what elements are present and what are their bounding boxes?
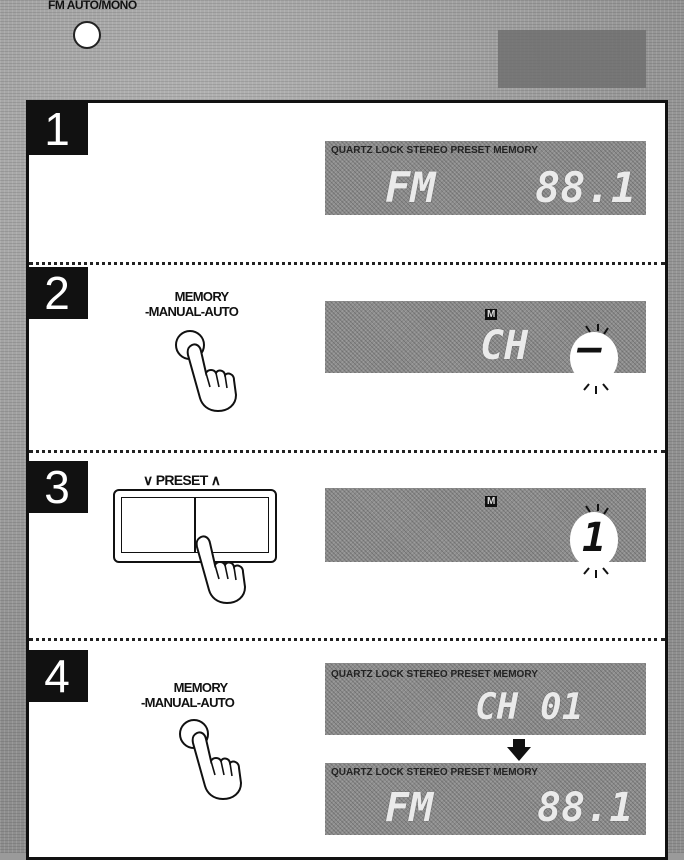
- separator: [29, 638, 665, 641]
- step-number-1: 1: [26, 103, 88, 155]
- button-label-line1: MEMORY: [145, 289, 238, 304]
- lcd-blinking-digit: 1: [582, 515, 606, 561]
- lcd-channel-number: CH 01: [475, 687, 583, 728]
- button-label-line2: -MANUAL-AUTO: [141, 695, 234, 710]
- button-label-line1: MEMORY: [141, 680, 234, 695]
- lcd-frequency: 88.1: [535, 163, 636, 212]
- lcd-display-step-4-top: QUARTZ LOCK STEREO PRESET MEMORY CH 01: [325, 663, 646, 735]
- pointing-hand-icon: [184, 343, 254, 413]
- button-label-line2: -MANUAL-AUTO: [145, 304, 238, 319]
- arrow-stem: [513, 739, 525, 747]
- header-label: FM AUTO/MONO: [48, 0, 137, 12]
- step-number-2: 2: [26, 267, 88, 319]
- lcd-status-text: QUARTZ LOCK STEREO PRESET MEMORY: [331, 145, 538, 156]
- lcd-status-text: QUARTZ LOCK STEREO PRESET MEMORY: [331, 767, 538, 778]
- instruction-panel: 1 QUARTZ LOCK STEREO PRESET MEMORY FM 88…: [26, 100, 668, 860]
- step-number-3: 3: [26, 461, 88, 513]
- button-label: MEMORY -MANUAL-AUTO: [145, 289, 238, 319]
- preset-down-button[interactable]: [121, 497, 195, 553]
- lcd-status-text: QUARTZ LOCK STEREO PRESET MEMORY: [331, 669, 538, 680]
- lcd-blinking-digit: –: [578, 325, 602, 371]
- pointing-hand-icon: [189, 731, 259, 801]
- lcd-memory-indicator: M: [485, 496, 497, 507]
- lcd-memory-indicator: M: [485, 309, 497, 320]
- lcd-frequency: 88.1: [537, 785, 633, 831]
- lcd-channel-label: CH: [480, 323, 528, 369]
- rocker-label: ∨ PRESET ∧: [143, 473, 220, 488]
- separator: [29, 262, 665, 265]
- lcd-display-step-4-bottom: QUARTZ LOCK STEREO PRESET MEMORY FM 88.1: [325, 763, 646, 835]
- separator: [29, 450, 665, 453]
- header-display-block: [498, 30, 646, 88]
- lcd-display-step-1: QUARTZ LOCK STEREO PRESET MEMORY FM 88.1: [325, 141, 646, 215]
- lcd-band: FM: [385, 163, 436, 212]
- button-label: MEMORY -MANUAL-AUTO: [141, 680, 234, 710]
- indicator-lamp-icon: [73, 21, 101, 49]
- step-number-4: 4: [26, 650, 88, 702]
- arrow-down-icon: [507, 747, 531, 761]
- pointing-hand-icon: [193, 535, 263, 615]
- lcd-band: FM: [385, 785, 433, 831]
